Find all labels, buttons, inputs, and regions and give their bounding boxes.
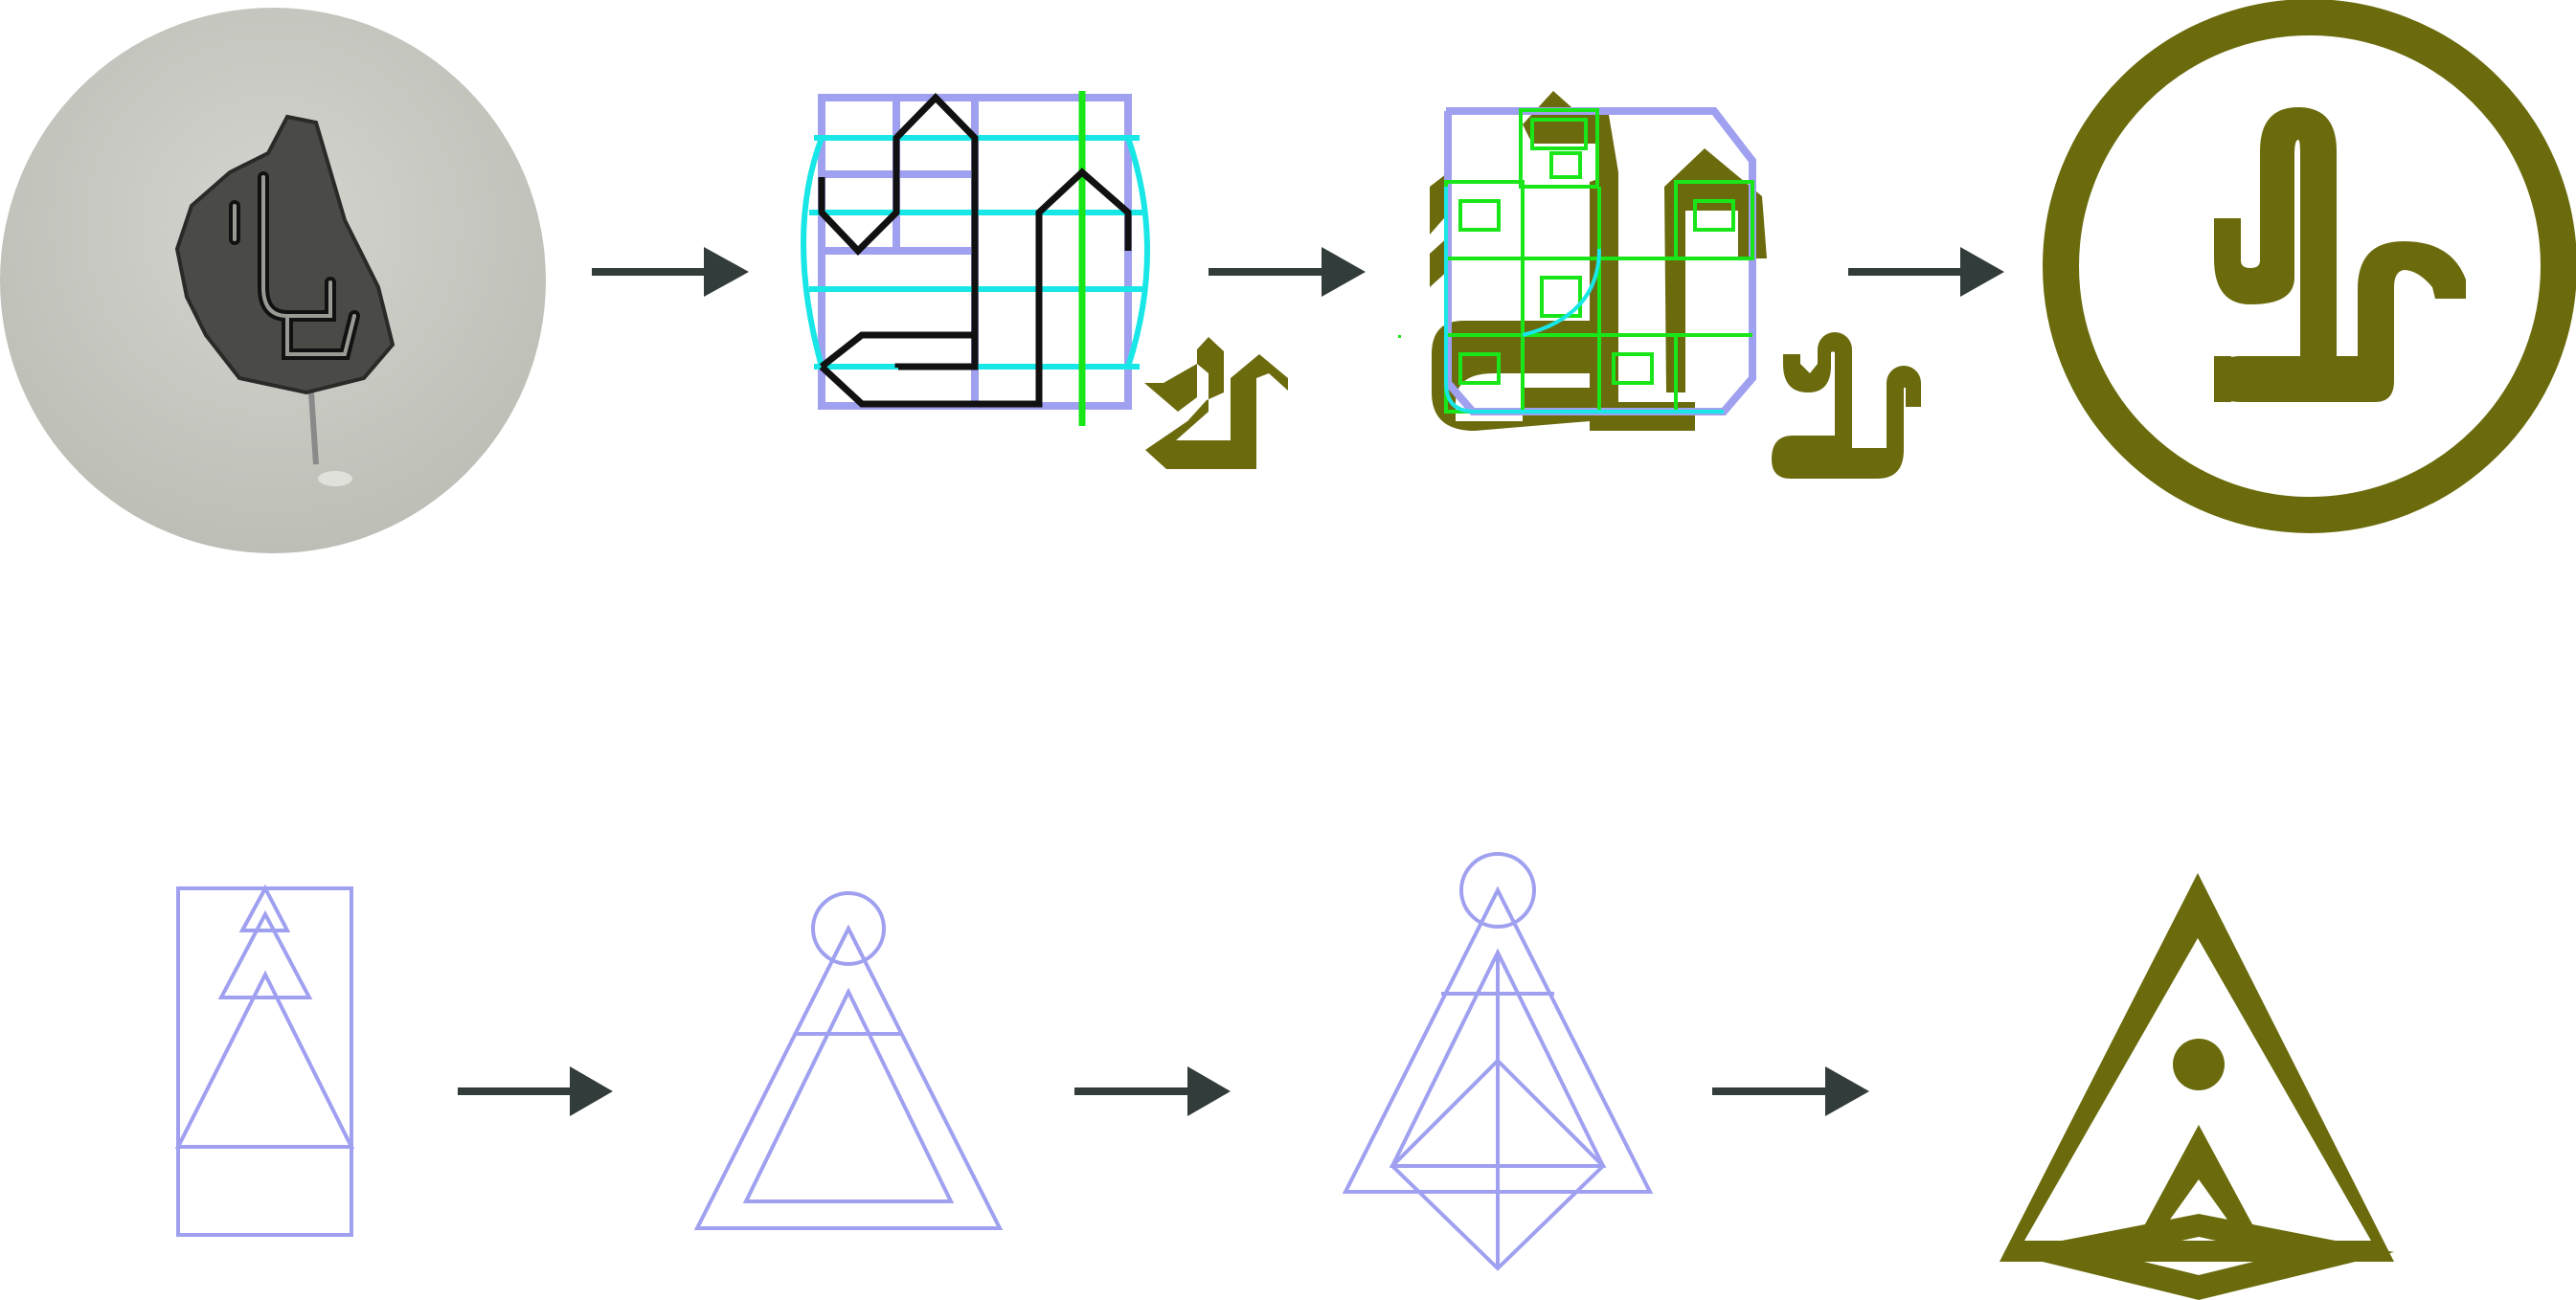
small-olive-rounded-glyph: [1772, 332, 1921, 479]
arrow-right: [1712, 1066, 1869, 1116]
logo-glyph: [2214, 107, 2466, 402]
construction-grid-sketch: [801, 91, 1288, 469]
arrow-right: [1209, 247, 1366, 297]
stamp-photo: [0, 8, 546, 553]
triangle-diamond-construction: [1342, 852, 1654, 1271]
logo-dot: [2173, 1039, 2225, 1090]
arrow-right: [458, 1066, 613, 1116]
final-triangle-logo: [2000, 873, 2394, 1300]
final-circle-logo: [2043, 0, 2576, 533]
arrow-right: [592, 247, 749, 297]
stamp-body: [174, 114, 395, 395]
logo-inner-peak: [2139, 1125, 2258, 1235]
logo-ring: [2043, 0, 2576, 533]
logo-base-diamond: [2003, 1214, 2394, 1300]
small-olive-sketch: [1144, 337, 1288, 469]
triangle-construction: [174, 884, 355, 1237]
rounded-construction-grid: [1398, 91, 1921, 479]
arrow-right: [1848, 247, 2004, 297]
triangle-with-circle: [693, 891, 1004, 1230]
arrow-right: [1074, 1066, 1231, 1116]
